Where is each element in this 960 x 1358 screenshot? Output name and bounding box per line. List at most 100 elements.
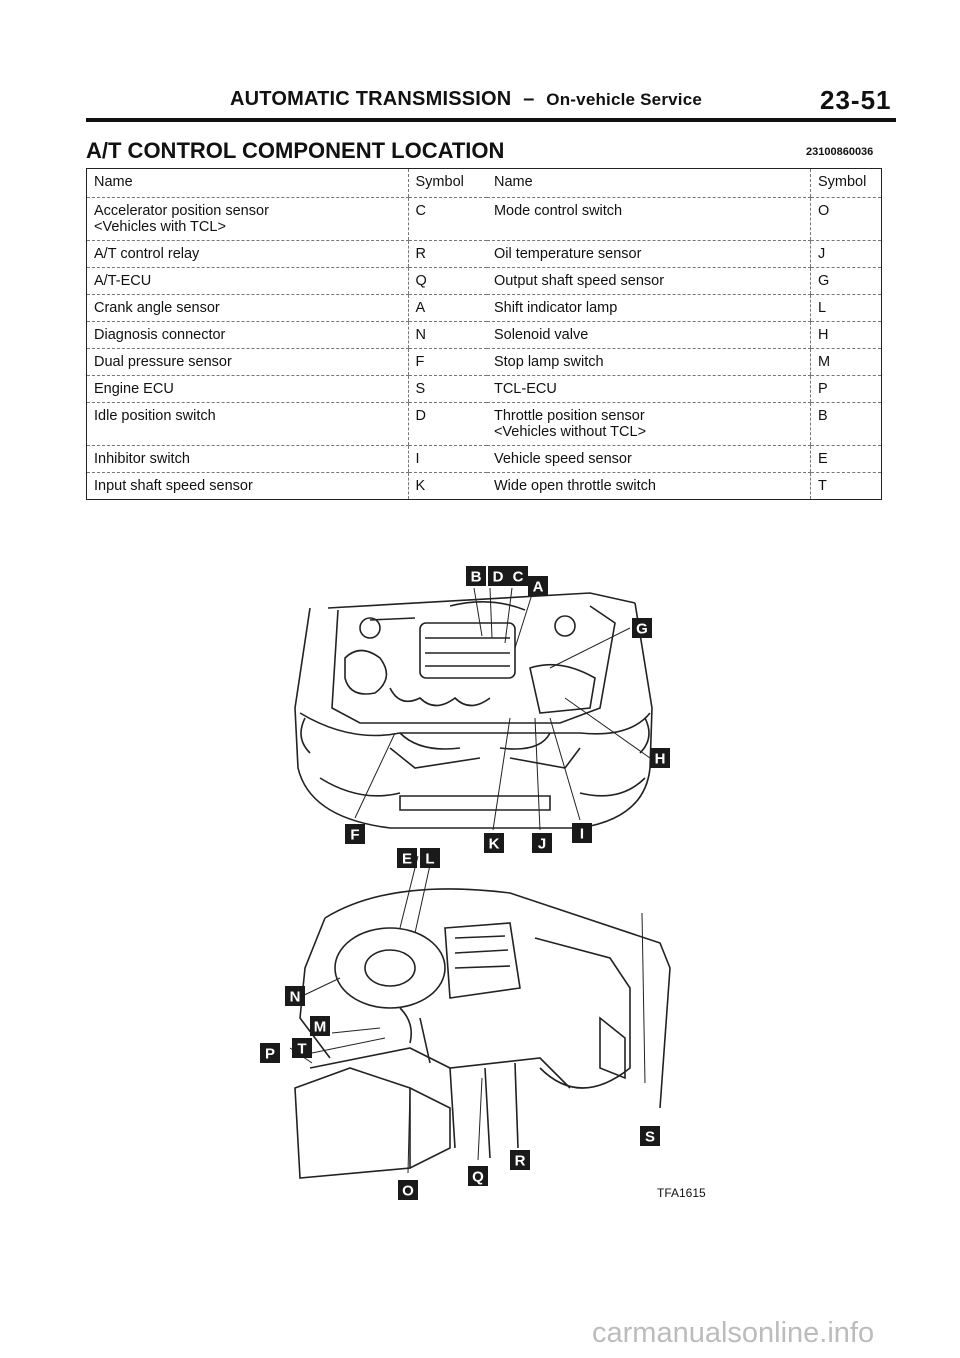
column-header: Symbol (810, 169, 881, 198)
component-name-text: Mode control switch (494, 203, 803, 219)
symbol-cell: H (810, 322, 881, 349)
component-name-text: Accelerator position sensor (94, 203, 401, 219)
component-location-table: Name Symbol Name Symbol Accelerator posi… (86, 168, 882, 500)
symbol-label-text: P (265, 1046, 275, 1063)
symbol-text: Q (416, 273, 480, 289)
component-note-text: <Vehicles with TCL> (94, 219, 401, 235)
symbol-text: G (818, 273, 874, 289)
symbol-label-text: F (350, 827, 359, 844)
symbol-text: K (416, 478, 480, 494)
engine-symbol-label: C (508, 566, 528, 586)
symbol-text: P (818, 381, 874, 397)
component-name-cell: Wide open throttle switch (487, 473, 811, 500)
symbol-text: F (416, 354, 480, 370)
engine-symbol-label: H (650, 748, 670, 768)
header-title: AUTOMATIC TRANSMISSION – On-vehicle Serv… (230, 88, 702, 111)
table-header-row: Name Symbol Name Symbol (87, 169, 882, 198)
symbol-cell: S (408, 376, 487, 403)
section-code: 23100860036 (806, 146, 873, 158)
symbol-label-text: M (314, 1019, 327, 1036)
dashboard-symbol-label: P (260, 1043, 280, 1063)
component-name-text: Dual pressure sensor (94, 354, 401, 370)
symbol-cell: F (408, 349, 487, 376)
symbol-label-text: A (533, 579, 544, 596)
component-name-cell: Accelerator position sensor<Vehicles wit… (87, 198, 409, 241)
section-title: A/T CONTROL COMPONENT LOCATION (86, 138, 504, 164)
component-name-text: Output shaft speed sensor (494, 273, 803, 289)
symbol-label-text: J (538, 836, 546, 853)
symbol-text: L (818, 300, 874, 316)
symbol-text: J (818, 246, 874, 262)
symbol-text: E (818, 451, 874, 467)
engine-symbol-label: J (532, 833, 552, 853)
component-name-text: Stop lamp switch (494, 354, 803, 370)
component-name-text: Throttle position sensor (494, 408, 803, 424)
dashboard-symbol-label: S (640, 1126, 660, 1146)
dashboard-symbol-label: N (285, 986, 305, 1006)
header-separator: – (523, 88, 534, 110)
engine-symbol-label: K (484, 833, 504, 853)
table-row: Dual pressure sensor F Stop lamp switch M (87, 349, 882, 376)
symbol-text: D (416, 408, 480, 424)
component-name-cell: Diagnosis connector (87, 322, 409, 349)
symbol-label-text: H (655, 751, 666, 768)
symbol-cell: E (810, 446, 881, 473)
symbol-text: S (416, 381, 480, 397)
component-name-cell: Input shaft speed sensor (87, 473, 409, 500)
component-name-cell: A/T-ECU (87, 268, 409, 295)
component-name-cell: Mode control switch (487, 198, 811, 241)
table-row: A/T control relayROil temperature sensor… (87, 241, 882, 268)
header-title-text: AUTOMATIC TRANSMISSION (230, 88, 511, 110)
symbol-label-text: O (402, 1183, 414, 1200)
table-row: Engine ECU S TCL-ECU P (87, 376, 882, 403)
symbol-cell: J (810, 241, 881, 268)
symbol-label-text: G (636, 621, 648, 638)
engine-symbol-label: F (345, 824, 365, 844)
page-number: 23-51 (820, 85, 892, 116)
component-name-text: Oil temperature sensor (494, 246, 803, 262)
component-name-cell: Output shaft speed sensor (487, 268, 811, 295)
component-name-text: A/T-ECU (94, 273, 401, 289)
dashboard-symbol-label: R (510, 1150, 530, 1170)
symbol-label-text: B (471, 569, 482, 586)
table-row: Input shaft speed sensor K Wide open throt… (87, 473, 882, 500)
component-name-text: A/T control relay (94, 246, 401, 262)
symbol-text: N (416, 327, 480, 343)
symbol-label-text: K (489, 836, 500, 853)
symbol-label-text: E (402, 851, 412, 868)
symbol-text: O (818, 203, 874, 219)
engine-symbol-label: A (528, 576, 548, 596)
table-row: Accelerator position sensor<Vehicles wit… (87, 198, 882, 241)
column-header: Name (87, 169, 409, 198)
symbol-cell: N (408, 322, 487, 349)
symbol-label-text: I (580, 826, 584, 843)
component-name-text: Idle position switch (94, 408, 401, 424)
symbol-text: B (818, 408, 874, 424)
table-row: Idle position switch D Throttle position s… (87, 403, 882, 446)
symbol-cell: L (810, 295, 881, 322)
symbol-cell: M (810, 349, 881, 376)
symbol-label-text: D (493, 569, 504, 586)
component-name-cell: Idle position switch (87, 403, 409, 446)
symbol-cell: G (810, 268, 881, 295)
component-name-cell: Stop lamp switch (487, 349, 811, 376)
symbol-text: M (818, 354, 874, 370)
symbol-cell: I (408, 446, 487, 473)
symbol-cell: Q (408, 268, 487, 295)
component-note-text: <Vehicles without TCL> (494, 424, 803, 440)
dashboard-symbol-label: Q (468, 1166, 488, 1186)
component-name-cell: Shift indicator lamp (487, 295, 811, 322)
component-name-text: Diagnosis connector (94, 327, 401, 343)
symbol-text: C (416, 203, 480, 219)
component-name-cell: Engine ECU (87, 376, 409, 403)
component-name-text: TCL-ECU (494, 381, 803, 397)
component-name-cell: A/T control relay (87, 241, 409, 268)
symbol-text: T (818, 478, 874, 494)
header-rule (86, 118, 896, 122)
symbol-text: A (416, 300, 480, 316)
table-row: A/T-ECU Q Output shaft speed sensor G (87, 268, 882, 295)
